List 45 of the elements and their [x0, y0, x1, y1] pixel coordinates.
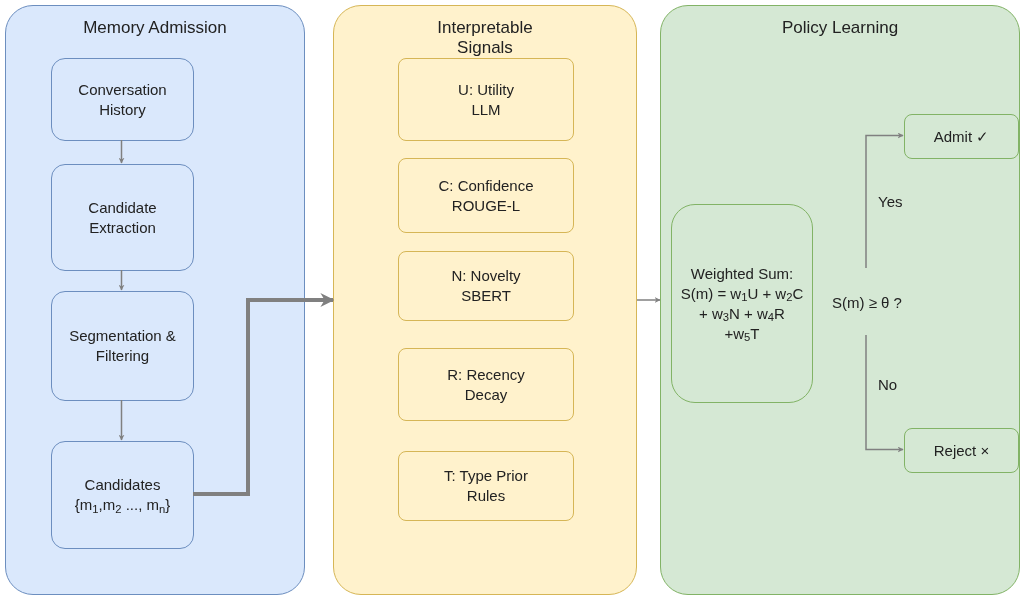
group-panel [660, 5, 1020, 595]
arrow [193, 293, 335, 496]
process-box [671, 204, 813, 403]
box-text: Reject × [933, 440, 990, 461]
box-text: N: Novelty [451, 266, 521, 286]
box-text: LLM [471, 99, 501, 120]
process-box [904, 428, 1019, 473]
process-box [51, 164, 194, 271]
process-box [51, 441, 194, 549]
box-text: {m$_{1}$,m$_{2}$ ..., m$_{n}$} [74, 495, 171, 515]
box-text: Conversation History [77, 79, 168, 120]
process-box [51, 58, 194, 141]
box-text: Candidate Extraction [87, 197, 158, 238]
panel-title: Memory Admission [82, 18, 228, 38]
box-text: Decay [464, 384, 508, 405]
process-box [398, 158, 574, 233]
box-text: C: Confidence [438, 175, 534, 196]
process-box [51, 291, 194, 401]
arrow [865, 334, 904, 453]
arrow [118, 269, 125, 291]
arrow [865, 132, 904, 269]
panel-title: Policy Learning [780, 18, 900, 38]
group-panel [5, 5, 305, 595]
box-text: T: Type Prior [444, 466, 528, 486]
process-box [398, 451, 574, 521]
box-text: S(m) = w$_{1}$U + w$_{2}$C + w$_{3}$N + w$_{4}$R +w$_{5}$T [680, 283, 804, 344]
condition-text: S(m) ≥ θ ? [819, 269, 915, 336]
box-text: R: Recency [447, 364, 525, 385]
box-text: Candidates [84, 475, 161, 495]
box-text: Rules [466, 486, 506, 506]
box-text: Segmentation & Filtering [68, 326, 177, 366]
group-panel [333, 5, 637, 595]
box-text: Admit ✓ [933, 126, 990, 147]
box-text: Weighted Sum: [690, 263, 794, 284]
process-box [398, 58, 574, 141]
process-box [398, 251, 574, 321]
process-box [904, 114, 1019, 159]
arrow [118, 399, 125, 441]
arrow [636, 297, 661, 303]
box-text: ROUGE-L [451, 195, 521, 216]
box-text: U: Utility [458, 79, 514, 100]
process-box [398, 348, 574, 421]
box-text: SBERT [461, 286, 511, 306]
arrow [118, 139, 125, 164]
panel-title: Interpretable Signals [436, 18, 534, 58]
